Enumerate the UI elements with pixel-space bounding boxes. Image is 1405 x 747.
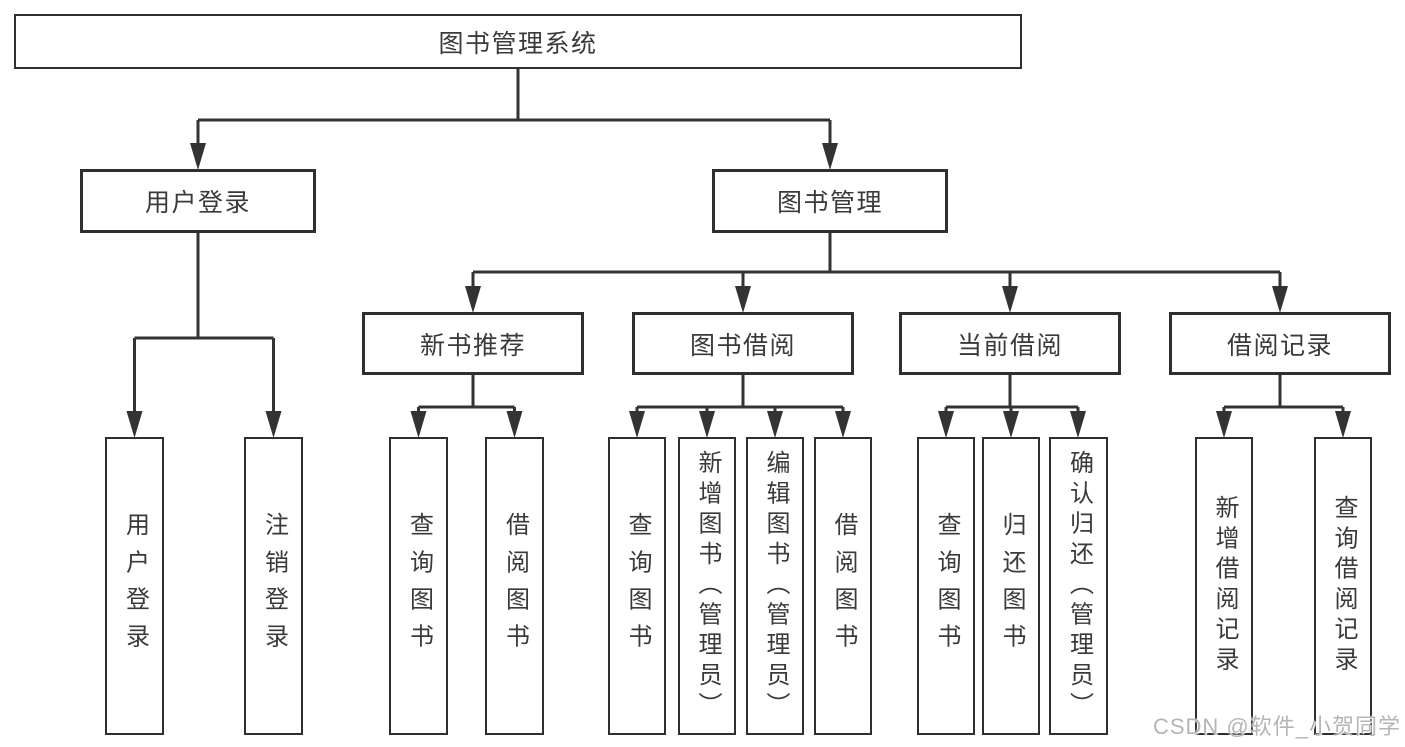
node-book-management: 图书管理 — [712, 169, 948, 233]
leaf-user-login: 用户登录 — [105, 437, 164, 735]
node-borrow-records: 借阅记录 — [1169, 312, 1391, 375]
leaf-add-borrow-record: 新增借阅记录 — [1195, 437, 1253, 735]
leaf-return-books: 归还图书 — [982, 437, 1040, 735]
leaf-query-borrow-record: 查询借阅记录 — [1314, 437, 1372, 735]
node-new-book-recommend: 新书推荐 — [362, 312, 584, 375]
leaf-edit-book-admin: 编辑图书（管理员） — [746, 437, 804, 735]
leaf-logout: 注销登录 — [244, 437, 303, 735]
leaf-query-books-2: 查询图书 — [608, 437, 666, 735]
leaf-borrow-books-1: 借阅图书 — [485, 437, 544, 735]
leaf-add-book-admin: 新增图书（管理员） — [678, 437, 736, 735]
leaf-borrow-books-2: 借阅图书 — [814, 437, 872, 735]
node-user-login: 用户登录 — [80, 169, 316, 233]
node-current-borrow: 当前借阅 — [899, 312, 1121, 375]
node-book-borrow: 图书借阅 — [632, 312, 854, 375]
leaf-confirm-return-admin: 确认归还（管理员） — [1049, 437, 1108, 735]
leaf-query-books-3: 查询图书 — [917, 437, 975, 735]
watermark: CSDN @软件_小贺同学 — [1152, 714, 1401, 739]
arrowhead-icons — [126, 143, 1351, 438]
leaf-query-books-1: 查询图书 — [389, 437, 448, 735]
node-library-system: 图书管理系统 — [14, 14, 1022, 69]
